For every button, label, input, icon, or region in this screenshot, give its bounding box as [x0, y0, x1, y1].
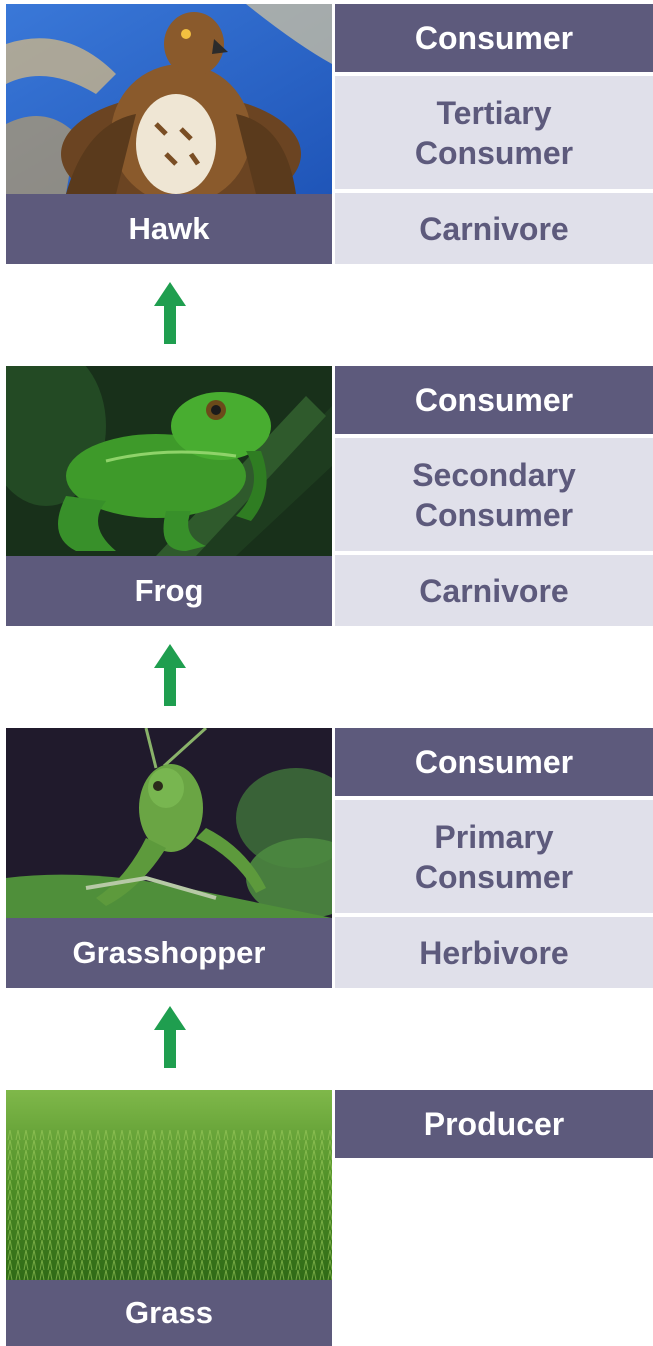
role-diet: Carnivore: [335, 193, 653, 264]
role-trophic-category: Consumer: [335, 366, 653, 434]
organism-label-grasshopper: Grasshopper: [6, 918, 332, 988]
organism-label-grass: Grass: [6, 1280, 332, 1346]
grass-photo: [6, 1090, 332, 1280]
role-consumer-level: Secondary Consumer: [335, 438, 653, 551]
frog-photo: [6, 366, 332, 556]
arrow-up-icon: [152, 1006, 188, 1068]
grasshopper-photo: [6, 728, 332, 918]
organism-label-hawk: Hawk: [6, 194, 332, 264]
hawk-photo: [6, 4, 332, 194]
role-diet: Carnivore: [335, 555, 653, 626]
role-trophic-category: Consumer: [335, 4, 653, 72]
role-consumer-level: Tertiary Consumer: [335, 76, 653, 189]
role-consumer-level: Primary Consumer: [335, 800, 653, 913]
role-diet: Herbivore: [335, 917, 653, 988]
organism-label-frog: Frog: [6, 556, 332, 626]
arrow-up-icon: [152, 644, 188, 706]
role-trophic-category: Consumer: [335, 728, 653, 796]
role-trophic-category: Producer: [335, 1090, 653, 1158]
arrow-up-icon: [152, 282, 188, 344]
